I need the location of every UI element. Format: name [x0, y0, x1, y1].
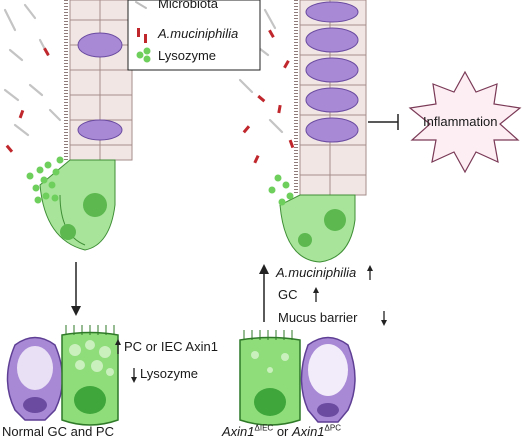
up-arrow-gc — [313, 287, 319, 302]
right-akkermansia — [242, 29, 295, 164]
legend-microbiota-label: Microbiota — [158, 0, 218, 11]
axin-caption: Axin1ΔIEC or Axin1ΔPC — [222, 424, 341, 440]
normal-goblet-cell — [6, 336, 64, 421]
axin-paneth-cell — [239, 330, 301, 426]
axin-caption-or: or — [273, 424, 293, 439]
normal-paneth-cell — [61, 325, 119, 426]
left-akkermansia — [5, 47, 50, 153]
inflammation-label: Inflammation — [423, 114, 498, 129]
axin-caption-a-sup: ΔIEC — [254, 423, 274, 433]
left-crypt-base — [39, 159, 116, 251]
axin-middle-label: PC or IEC Axin1 — [124, 339, 218, 354]
axin-caption-b-sup: ΔPC — [324, 423, 342, 433]
left-goblet-cell — [77, 119, 123, 141]
legend-akkermansia-label: A.muciniphilia — [158, 26, 239, 41]
inflammation-star — [408, 70, 522, 174]
legend-lysozyme-label: Lysozyme — [158, 48, 217, 63]
up-arrow-akkermansia — [367, 265, 373, 280]
gc-up-label: GC — [278, 287, 298, 302]
left-goblet-cell — [77, 32, 123, 58]
legend-lysozyme-icon — [136, 47, 151, 63]
lysozyme-middle-label: Lysozyme — [140, 366, 199, 381]
axin-caption-a: Axin1 — [222, 424, 255, 439]
left-crypt — [3, 0, 133, 251]
akkermansia-up-label: A.muciniphilia — [276, 265, 357, 280]
left-microbiota — [3, 3, 62, 137]
legend-box — [127, 0, 261, 71]
right-crypt — [238, 0, 367, 263]
down-arrow-lysozyme — [131, 368, 137, 383]
down-arrow-mucus — [381, 311, 387, 326]
normal-caption: Normal GC and PC — [2, 424, 114, 439]
arrows — [71, 262, 269, 322]
right-crypt-base — [279, 194, 356, 263]
right-goblet-cells — [305, 1, 359, 143]
right-lysozyme-granules — [268, 174, 294, 206]
legend-microbiota-icon — [135, 1, 147, 9]
legend-akkermansia-icon — [137, 28, 147, 43]
inflammation-burst — [368, 70, 522, 174]
mucus-down-label: Mucus barrier — [278, 310, 358, 325]
legend — [127, 0, 261, 71]
left-lysozyme-granules — [26, 156, 64, 204]
axin-caption-b: Axin1 — [292, 424, 325, 439]
up-arrow-axin — [115, 339, 121, 354]
axin-goblet-cell — [300, 336, 356, 423]
